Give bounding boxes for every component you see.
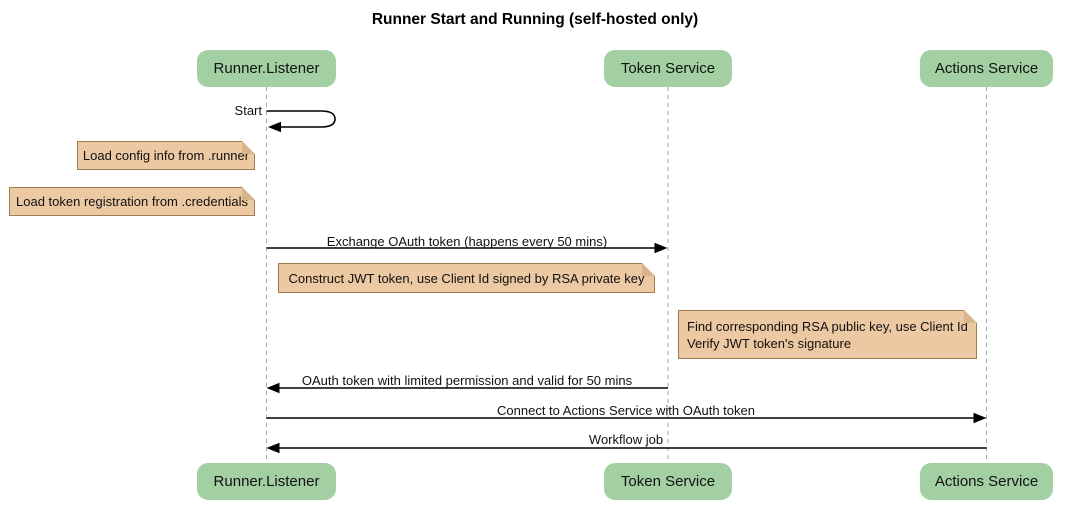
message-label-workflow-job: Workflow job bbox=[588, 432, 664, 447]
note-text: Construct JWT token, use Client Id signe… bbox=[288, 270, 645, 286]
participant-label: Runner.Listener bbox=[213, 473, 320, 490]
participant-label: Actions Service bbox=[934, 473, 1039, 490]
arrowhead-exchange-right bbox=[654, 242, 668, 254]
note-text: Load config info from .runner bbox=[82, 148, 250, 163]
arrowhead-oauth-return-left bbox=[266, 382, 280, 394]
self-message-line-start bbox=[266, 110, 336, 128]
arrowhead-workflow-left bbox=[266, 442, 280, 454]
note-load-config: Load config info from .runner bbox=[77, 141, 255, 170]
message-label-start: Start bbox=[234, 103, 262, 118]
participant-label: Token Service bbox=[620, 60, 716, 77]
arrowhead-connect-right bbox=[973, 412, 987, 424]
participant-runner-listener-top: Runner.Listener bbox=[197, 50, 336, 87]
participant-token-service-top: Token Service bbox=[604, 50, 732, 87]
participant-token-service-bottom: Token Service bbox=[604, 463, 732, 500]
note-load-credentials: Load token registration from .credential… bbox=[9, 187, 255, 216]
note-verify-jwt: Find corresponding RSA public key, use C… bbox=[678, 310, 977, 359]
message-label-oauth-return: OAuth token with limited permission and … bbox=[301, 373, 633, 388]
note-text: Load token registration from .credential… bbox=[16, 194, 248, 209]
participant-label: Runner.Listener bbox=[213, 60, 320, 77]
participant-runner-listener-bottom: Runner.Listener bbox=[197, 463, 336, 500]
message-lines bbox=[266, 110, 987, 449]
participant-actions-service-bottom: Actions Service bbox=[920, 463, 1053, 500]
participant-actions-service-top: Actions Service bbox=[920, 50, 1053, 87]
note-text-line1: Find corresponding RSA public key, use C… bbox=[687, 318, 968, 334]
note-construct-jwt: Construct JWT token, use Client Id signe… bbox=[278, 263, 655, 293]
diagram-title: Runner Start and Running (self-hosted on… bbox=[371, 11, 699, 28]
message-label-connect: Connect to Actions Service with OAuth to… bbox=[497, 403, 755, 418]
participant-label: Actions Service bbox=[934, 60, 1039, 77]
arrowhead-start-left bbox=[268, 121, 281, 133]
message-label-exchange-oauth: Exchange OAuth token (happens every 50 m… bbox=[326, 234, 608, 249]
arrowheads bbox=[266, 121, 987, 454]
participant-label: Token Service bbox=[620, 473, 716, 490]
lifelines bbox=[266, 87, 987, 463]
note-text-line2: Verify JWT token's signature bbox=[687, 335, 852, 351]
